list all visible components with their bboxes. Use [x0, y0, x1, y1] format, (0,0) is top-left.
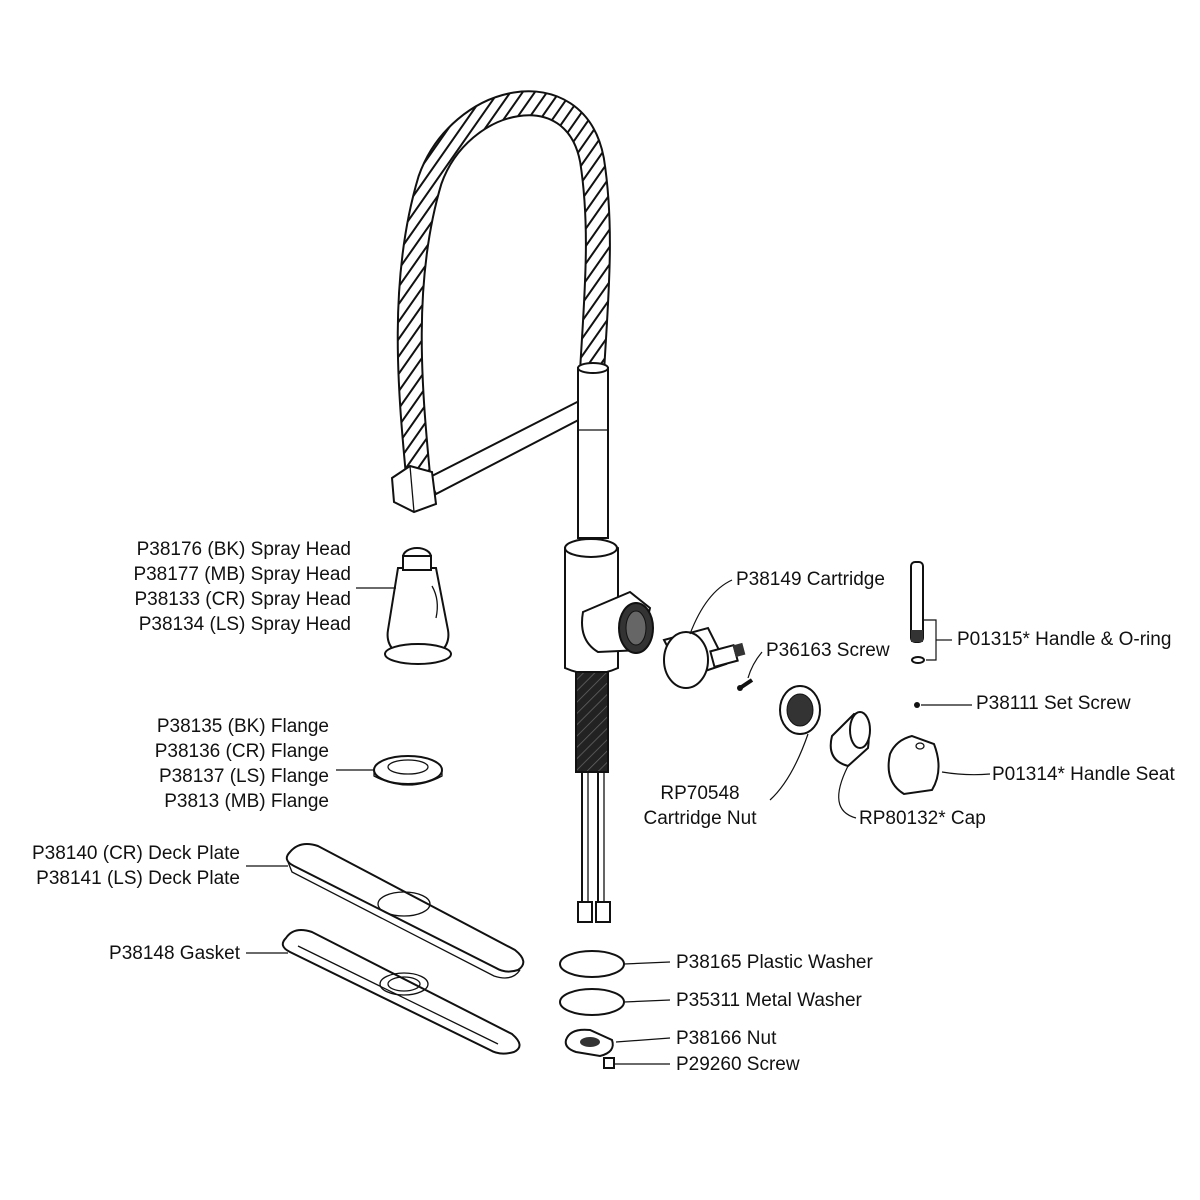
deck-plate-label-ls: P38141 (LS) Deck Plate [36, 868, 240, 889]
cartridge-nut-label-name: Cartridge Nut [643, 808, 757, 829]
nut-label: P38166 Nut [676, 1028, 777, 1049]
spray-head [384, 547, 452, 665]
spray-head-label-mb: P38177 (MB) Spray Head [133, 564, 351, 585]
holder-arm [390, 396, 592, 514]
flange-label: P38135 (BK) Flange P38136 (CR) Flange P3… [155, 714, 329, 814]
spring-hose [396, 90, 611, 477]
spray-head-label-bk: P38176 (BK) Spray Head [136, 539, 351, 560]
nut-screw-label: P29260 Screw [676, 1054, 800, 1075]
deck-plate-label-cr: P38140 (CR) Deck Plate [31, 843, 240, 864]
cartridge-nut [779, 685, 821, 735]
cap-label: RP80132* Cap [859, 808, 986, 829]
flange-label-ls: P38137 (LS) Flange [158, 766, 329, 787]
cartridge-nut-label: RP70548 Cartridge Nut [630, 781, 770, 831]
spray-head-label-ls: P38134 (LS) Spray Head [138, 614, 351, 635]
cartridge [662, 626, 746, 689]
metal-washer [559, 988, 625, 1016]
mount-nut [564, 1028, 614, 1058]
metal-washer-label: P35311 Metal Washer [676, 990, 862, 1011]
plastic-washer [559, 950, 625, 978]
handle-seat [887, 734, 940, 796]
cartridge-nut-label-number: RP70548 [660, 783, 740, 804]
nut-screw [603, 1057, 615, 1069]
faucet-column [564, 362, 654, 923]
flange-label-cr: P38136 (CR) Flange [154, 741, 329, 762]
screw-label: P36163 Screw [766, 640, 890, 661]
gasket-label: P38148 Gasket [109, 943, 240, 964]
cap [829, 711, 871, 768]
deck-plate-label: P38140 (CR) Deck Plate P38141 (LS) Deck … [32, 841, 240, 891]
spray-head-label-cr: P38133 (CR) Spray Head [134, 589, 352, 610]
handle-lever [910, 561, 925, 664]
flange [373, 755, 443, 786]
set-screw [914, 702, 920, 708]
screw [737, 678, 754, 691]
flange-label-bk: P38135 (BK) Flange [156, 716, 329, 737]
set-screw-label: P38111 Set Screw [976, 693, 1131, 714]
gasket [281, 929, 521, 1055]
handle-oring-label: P01315* Handle & O-ring [957, 629, 1172, 650]
cartridge-label: P38149 Cartridge [736, 569, 885, 590]
leader-lines [246, 579, 991, 1065]
flange-label-mb: P3813 (MB) Flange [164, 791, 329, 812]
plastic-washer-label: P38165 Plastic Washer [676, 952, 873, 973]
spray-head-label: P38176 (BK) Spray Head P38177 (MB) Spray… [133, 537, 351, 637]
deck-plate [285, 843, 525, 979]
handle-seat-label: P01314* Handle Seat [992, 764, 1175, 785]
